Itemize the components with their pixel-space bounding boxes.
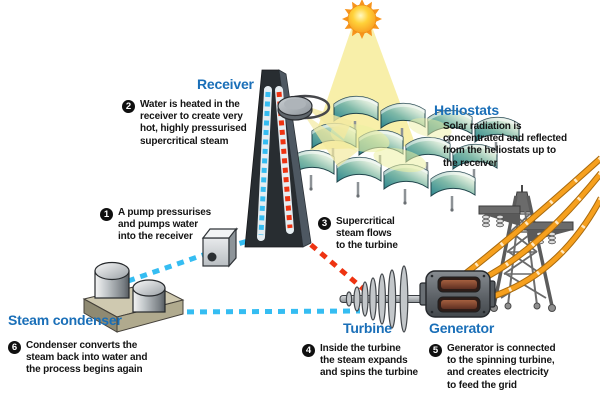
step-5-text: Generator is connected to the spinning t… xyxy=(447,343,556,391)
step-1-badge: 1 xyxy=(100,208,113,221)
step-1-text: A pump pressurises and pumps water into … xyxy=(118,207,212,243)
receiver-drum xyxy=(277,94,331,121)
step-6: 6 Condenser converts the steam back into… xyxy=(8,340,168,377)
step-4-badge: 4 xyxy=(302,344,315,357)
step-1: 1 A pump pressurises and pumps water int… xyxy=(100,207,225,244)
sun-icon xyxy=(342,0,382,39)
label-turbine: Turbine xyxy=(343,320,392,336)
label-receiver: Receiver xyxy=(197,76,254,92)
label-heliostats: Heliostats xyxy=(434,102,499,118)
step-5: 5 Generator is connected to the spinning… xyxy=(429,343,579,392)
step-4-text: Inside the turbine the steam expands and… xyxy=(320,343,418,379)
steam-condenser-unit xyxy=(82,261,185,333)
step-2-badge: 2 xyxy=(122,100,135,113)
generator-unit xyxy=(419,270,496,318)
step-4: 4 Inside the turbine the steam expands a… xyxy=(302,343,437,380)
step-3-badge: 3 xyxy=(318,217,331,230)
step-3: 3 Supercritical steam flows to the turbi… xyxy=(318,216,418,253)
label-generator: Generator xyxy=(429,320,495,336)
step-6-badge: 6 xyxy=(8,341,21,354)
step-6-text: Condenser converts the steam back into w… xyxy=(26,340,148,376)
pump-box xyxy=(201,227,239,268)
step-2-text: Water is heated in the receiver to creat… xyxy=(140,99,247,147)
step-3-text: Supercritical steam flows to the turbine xyxy=(336,216,398,252)
reflected-light-beams xyxy=(303,105,358,167)
heliostats-description: Solar radiation is concentrated and refl… xyxy=(443,121,567,169)
label-steam-condenser: Steam condenser xyxy=(8,312,122,328)
step-2: 2 Water is heated in the receiver to cre… xyxy=(122,99,262,148)
step-5-badge: 5 xyxy=(429,344,442,357)
